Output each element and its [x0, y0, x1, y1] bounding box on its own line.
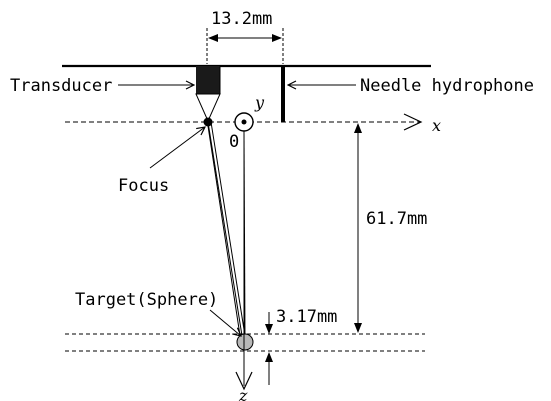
target-label: Target(Sphere) — [75, 290, 218, 310]
transducer-element — [196, 66, 220, 94]
target-leader — [209, 309, 241, 336]
focus-label: Focus — [118, 176, 169, 196]
y-axis-dot — [241, 119, 247, 125]
focus-leader — [149, 127, 205, 169]
target-sphere — [236, 333, 254, 351]
z-axis-arrowhead — [235, 371, 253, 391]
origin-label: 0 — [229, 132, 239, 152]
needle-hydrophone-label: Needle hydrophone — [360, 76, 534, 96]
transducer-label: Transducer — [10, 76, 112, 96]
target-size-label: 3.17mm — [276, 307, 337, 327]
beam-right — [210, 121, 247, 343]
z-axis-label: z — [238, 386, 248, 401]
focal-distance-label: 61.7mm — [366, 209, 427, 229]
x-axis-arrowhead — [403, 113, 423, 131]
x-axis-label: x — [432, 116, 441, 135]
transducer-cone — [195, 93, 221, 123]
separation-label: 13.2mm — [211, 9, 272, 29]
beam-left — [207, 121, 244, 343]
y-axis-label: y — [254, 93, 265, 112]
beam-outer-left — [207, 125, 242, 343]
